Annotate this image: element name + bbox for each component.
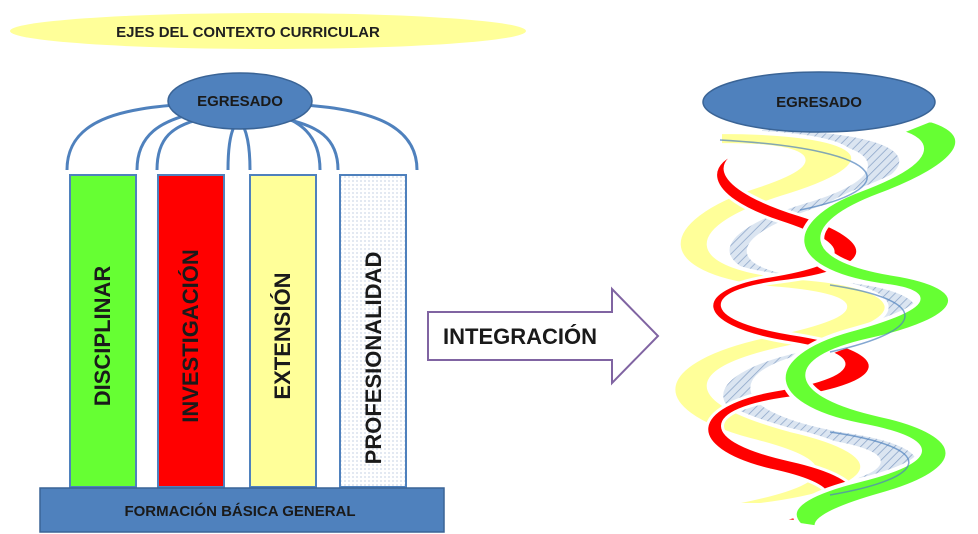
pillar-label-extension: EXTENSIÓN xyxy=(270,272,295,399)
pillar-investigacion xyxy=(157,174,225,488)
pillar-profesionalidad xyxy=(339,174,407,488)
pillar-label-disciplinar: DISCIPLINAR xyxy=(90,266,115,407)
pillar-label-profesionalidad: PROFESIONALIDAD xyxy=(361,252,386,465)
base-label: FORMACIÓN BÁSICA GENERAL xyxy=(124,502,355,520)
helix-outlines xyxy=(719,139,910,496)
left-egresado-label: EGRESADO xyxy=(197,93,283,110)
pillar-disciplinar xyxy=(69,174,137,488)
right-egresado-ellipse xyxy=(702,71,936,133)
integration-arrow: INTEGRACIÓN xyxy=(427,286,660,386)
arrow-label: INTEGRACIÓN xyxy=(443,324,597,349)
pillar-extension xyxy=(249,174,317,488)
right-egresado-label: EGRESADO xyxy=(776,94,862,111)
pillar-label-investigacion: INVESTIGACIÓN xyxy=(178,249,203,423)
left-egresado-ellipse xyxy=(167,72,313,130)
base-bar xyxy=(39,487,445,533)
arrow-shape xyxy=(427,286,660,386)
right-diagram: EGRESADO xyxy=(671,71,960,530)
helix-strand-green xyxy=(781,117,960,530)
title-banner xyxy=(10,13,526,49)
left-diagram: EGRESADO DISCIPLINAR INVESTIGACIÓN EXTEN… xyxy=(39,72,445,533)
title-text: EJES DEL CONTEXTO CURRICULAR xyxy=(116,24,380,41)
